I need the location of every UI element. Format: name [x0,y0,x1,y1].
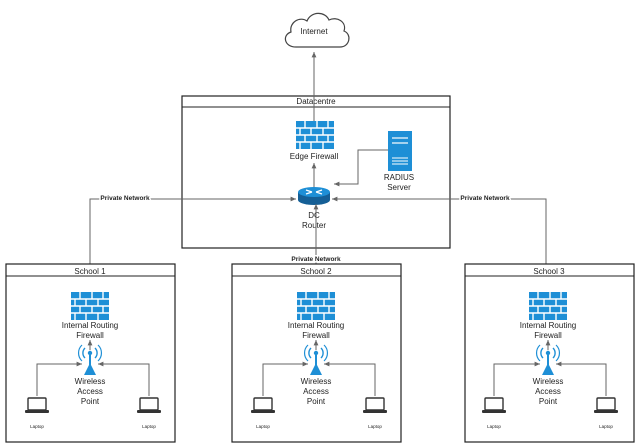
link-laptop-right-ap [324,361,376,396]
private-network-label-center: Private Network [291,256,341,263]
private-network-label-right: Private Network [460,195,510,202]
radius-server-label-2: Server [387,183,411,192]
laptop-label-right: Laptop [368,424,382,429]
laptop-icon [24,397,50,414]
firewall-label-1: Internal Routing [62,321,118,330]
dc-router-label-2: Router [302,221,326,230]
school-1: School 1 Internal Routing Firewall Wirel… [5,263,176,443]
firewall-icon [528,291,568,321]
school-2: School 2 Internal Routing Firewall Wirel… [231,263,402,443]
internet-node: Internet [284,12,350,48]
link-laptop-left-ap [493,361,540,396]
link-school1-router [89,196,296,292]
ap-label-2: Access [77,387,103,396]
laptop-icon [593,397,619,414]
ap-label-3: Point [539,397,558,406]
laptop-icon [481,397,507,414]
firewall-icon [296,291,336,321]
laptop-label-left: Laptop [487,424,501,429]
school-3: School 3 Internal Routing Firewall Wirel… [464,263,635,443]
laptop-label-left: Laptop [30,424,44,429]
ap-label-3: Point [81,397,100,406]
laptop-icon [250,397,276,414]
firewall-icon [295,120,335,150]
firewall-label-2: Firewall [302,331,330,340]
private-network-label-left: Private Network [100,195,150,202]
laptop-label-left: Laptop [256,424,270,429]
laptop-icon [136,397,162,414]
radius-server-label-1: RADIUS [384,173,414,182]
school-title: School 3 [533,267,565,276]
ap-label-1: Wireless [75,377,106,386]
link-laptop-left-ap [36,361,82,396]
firewall-label-2: Firewall [76,331,104,340]
firewall-icon [70,291,110,321]
laptop-label-right: Laptop [142,424,156,429]
link-radius-router [334,149,388,187]
link-laptop-right-ap [556,361,607,396]
router-icon [298,187,330,205]
ap-label-2: Access [535,387,561,396]
edge-firewall: Edge Firewall [290,120,339,161]
link-school3-router [332,196,547,292]
server-icon [388,131,412,171]
cloud-icon [284,12,350,48]
school-title: School 1 [74,267,106,276]
ap-label-1: Wireless [533,377,564,386]
ap-label-1: Wireless [301,377,332,386]
dc-router: DC Router [298,187,330,230]
link-laptop-right-ap [98,361,150,396]
ap-label-3: Point [307,397,326,406]
firewall-label-1: Internal Routing [288,321,344,330]
laptop-icon [362,397,388,414]
firewall-label-1: Internal Routing [520,321,576,330]
radius-server: RADIUS Server [384,131,414,192]
laptop-label-right: Laptop [599,424,613,429]
internet-label: Internet [300,27,328,36]
school-title: School 2 [300,267,332,276]
link-laptop-left-ap [262,361,308,396]
ap-label-2: Access [303,387,329,396]
edge-firewall-label: Edge Firewall [290,152,339,161]
connections [89,52,547,292]
firewall-label-2: Firewall [534,331,562,340]
datacentre-title: Datacentre [296,97,336,106]
dc-router-label-1: DC [308,211,320,220]
